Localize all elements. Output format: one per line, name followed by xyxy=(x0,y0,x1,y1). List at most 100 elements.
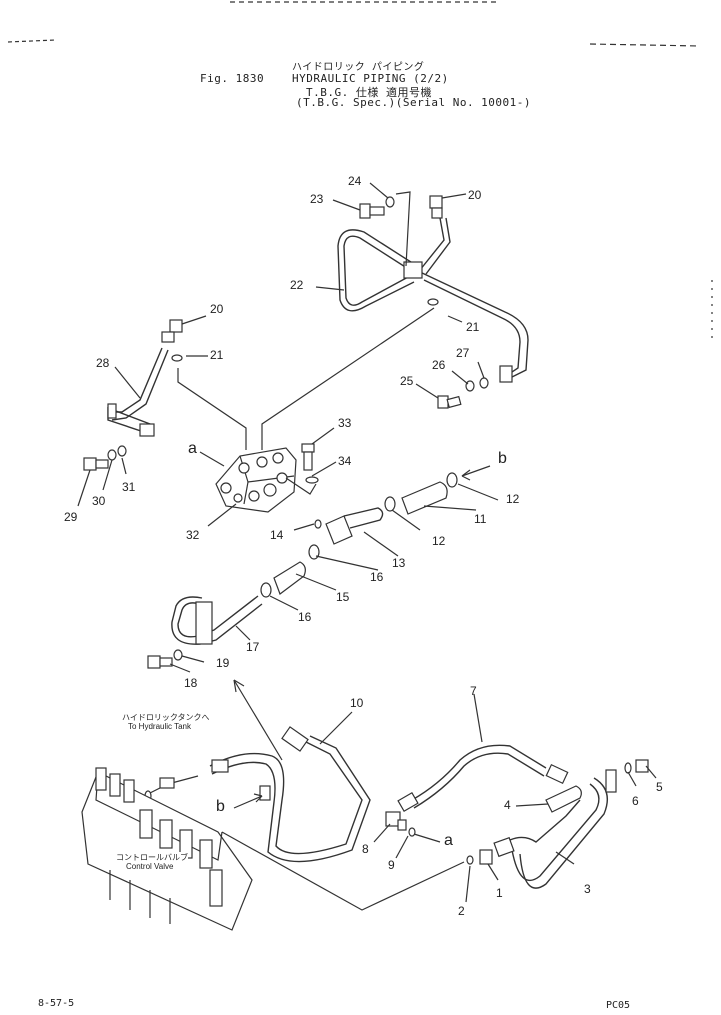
pipe-28 xyxy=(107,347,169,437)
o-ring-21-right xyxy=(427,298,439,306)
hose-7 xyxy=(397,744,569,813)
callout-5: 5 xyxy=(656,780,663,794)
callout-16-left: 16 xyxy=(298,610,312,624)
callout-33: 33 xyxy=(338,416,352,430)
control-valve xyxy=(81,767,253,931)
callout-24: 24 xyxy=(348,174,362,188)
title-japanese: ハイドロリック パイピング xyxy=(292,62,425,73)
pipe-17 xyxy=(171,595,263,645)
callout-b-top: b xyxy=(498,450,507,467)
callout-19: 19 xyxy=(216,656,230,670)
leader-control-valve xyxy=(221,831,465,911)
callout-32: 32 xyxy=(186,528,200,542)
callout-8: 8 xyxy=(362,842,369,856)
callout-16-right: 16 xyxy=(370,570,384,584)
callout-27: 27 xyxy=(456,346,470,360)
arrow-b-bottom xyxy=(233,795,263,809)
washer-31 xyxy=(117,445,127,457)
washer-24 xyxy=(385,196,395,208)
fitting-control-valve xyxy=(159,777,175,789)
fitting-20-left xyxy=(161,315,207,343)
callout-6: 6 xyxy=(632,794,639,808)
tank-label-english: To Hydraulic Tank xyxy=(128,722,191,731)
scan-marks xyxy=(7,1,713,340)
callout-17: 17 xyxy=(246,640,260,654)
pipe-3 xyxy=(493,777,608,889)
callout-13: 13 xyxy=(392,556,406,570)
figure-label: Fig. 1830 xyxy=(200,72,265,85)
clamp-12-right xyxy=(446,472,458,488)
callout-1: 1 xyxy=(496,886,503,900)
leader-24 xyxy=(395,191,411,267)
callout-14: 14 xyxy=(270,528,284,542)
footer-model-code: PC05 xyxy=(606,1000,631,1011)
fitting-20-top xyxy=(429,193,467,219)
callout-20-left: 20 xyxy=(210,302,224,316)
spec-japanese: T.B.G. 仕様 適用号機 xyxy=(306,86,432,99)
callout-b-bottom: b xyxy=(216,798,225,815)
elbow-13 xyxy=(325,507,384,545)
part-1 xyxy=(479,849,493,865)
bolt-25 xyxy=(437,395,462,409)
o-ring-9 xyxy=(408,827,416,837)
washer-27 xyxy=(479,377,489,389)
callout-2: 2 xyxy=(458,904,465,918)
callout-15: 15 xyxy=(336,590,350,604)
washer-6 xyxy=(624,762,632,774)
callout-22: 22 xyxy=(290,278,304,292)
tank-label-japanese: ハイドロリックタンクへ xyxy=(122,713,210,722)
bolt-33 xyxy=(301,443,315,471)
callout-a-bottom: a xyxy=(444,832,453,849)
callout-25: 25 xyxy=(400,374,414,388)
callout-30: 30 xyxy=(92,494,106,508)
valve-label-japanese: コントロールバルブ xyxy=(116,852,188,863)
callout-12-left: 12 xyxy=(432,534,446,548)
bracket-27 xyxy=(499,365,513,383)
callout-18: 18 xyxy=(184,676,198,690)
pipe-10 xyxy=(209,726,371,863)
callout-12-right: 12 xyxy=(506,492,520,506)
spec-english: (T.B.G. Spec.)(Serial No. 10001-) xyxy=(296,96,532,109)
callout-28: 28 xyxy=(96,356,110,370)
arrow-b-top xyxy=(461,465,491,477)
pipe-22 xyxy=(337,229,415,312)
callout-7: 7 xyxy=(470,684,477,698)
hose-11 xyxy=(401,481,448,515)
valve-label-english: Control Valve xyxy=(126,862,174,871)
arrow-to-tank xyxy=(233,679,283,761)
arrow-b-head xyxy=(461,469,471,481)
callout-26: 26 xyxy=(432,358,446,372)
leader-21-left xyxy=(177,368,247,450)
clamp-block xyxy=(403,261,423,279)
callout-31: 31 xyxy=(122,480,136,494)
hose-15 xyxy=(273,561,306,595)
callout-23: 23 xyxy=(310,192,324,206)
pipe-upper-right xyxy=(403,217,529,379)
clamp-16-lower xyxy=(260,582,272,598)
callout-34: 34 xyxy=(338,454,352,468)
callout-10: 10 xyxy=(350,696,364,710)
fitting-8 xyxy=(385,811,407,831)
washer-19 xyxy=(173,649,183,661)
bolt-29 xyxy=(83,457,109,471)
o-ring-2 xyxy=(466,855,474,865)
callout-leaders xyxy=(77,182,657,903)
title-english: HYDRAULIC PIPING (2/2) xyxy=(292,72,449,85)
footer-page-code: 8-57-5 xyxy=(38,998,75,1009)
arrow-to-tank-head xyxy=(233,679,245,693)
clamp-4 xyxy=(545,785,582,813)
callout-20-top: 20 xyxy=(468,188,482,202)
callout-3: 3 xyxy=(584,882,591,896)
leader-21-right xyxy=(261,307,435,450)
callout-a-top: a xyxy=(188,440,197,457)
valve-block-32 xyxy=(199,447,317,513)
arrow-b-bottom-head xyxy=(253,793,263,803)
bracket-6 xyxy=(605,769,617,793)
bolt-23 xyxy=(359,203,385,219)
nut-5 xyxy=(635,759,649,773)
clamp-12-left xyxy=(384,496,396,512)
callout-21-left: 21 xyxy=(210,348,224,362)
washer-34 xyxy=(305,476,319,484)
